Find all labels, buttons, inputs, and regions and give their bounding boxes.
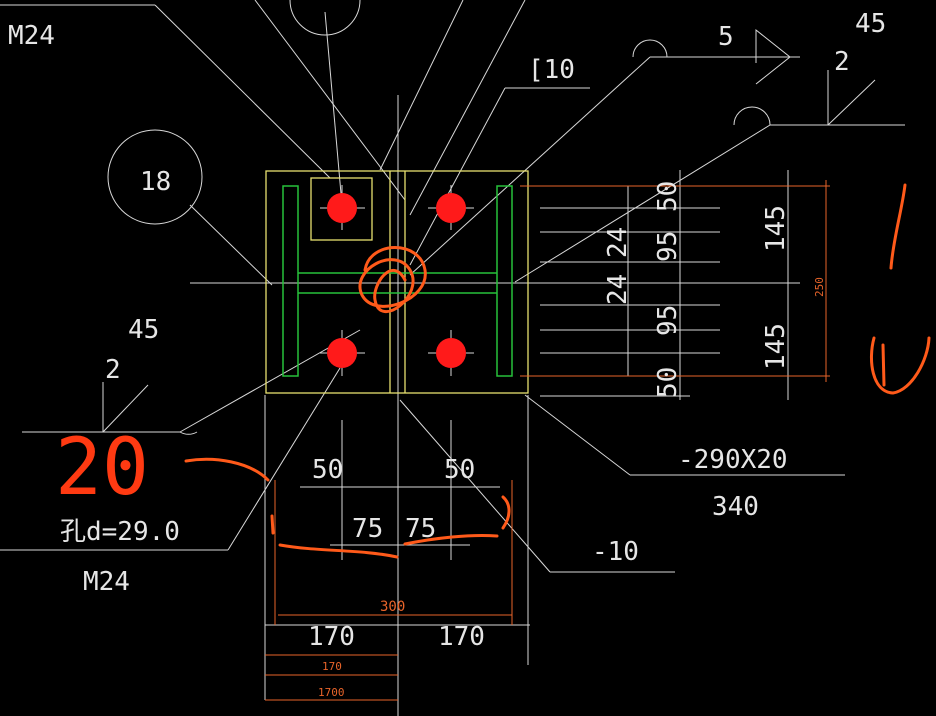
dim-v-95-a: 95: [653, 231, 683, 262]
bolt: [320, 185, 365, 230]
right-dimensions: [520, 170, 830, 400]
dim-v-145-bottom: 145: [761, 323, 791, 370]
weld-left-45: 45: [128, 315, 159, 345]
leader-lines: [0, 0, 905, 573]
dim-v-24-b: 24: [603, 274, 633, 305]
dim-75-left: 75: [352, 514, 383, 544]
dim-v-50-bottom: 50: [653, 367, 683, 398]
handwritten-marks: [184, 183, 931, 559]
dim-170-left: 170: [308, 622, 355, 652]
plate-length-label: 340: [712, 492, 759, 522]
weld-left-2: 2: [105, 355, 121, 385]
dim-170-small: 170: [322, 660, 342, 673]
centerlines: [190, 95, 540, 716]
dim-v-95-b: 95: [653, 305, 683, 336]
bolt: [320, 330, 365, 376]
plate-spec-label: -290X20: [678, 445, 788, 475]
dim-v-24-a: 24: [603, 227, 633, 258]
weld-size-label: 5: [718, 22, 734, 52]
bolt-label-bottom: M24: [83, 567, 130, 597]
weld-top-2: 2: [834, 47, 850, 77]
detail-number: 18: [140, 167, 171, 197]
dim-170-right: 170: [438, 622, 485, 652]
dim-1700: 1700: [318, 686, 345, 699]
bottom-dimension-text: 50 50 75 75 300 170 170 170 1700: [308, 455, 485, 699]
channel-label: [10: [528, 55, 575, 85]
bolt: [428, 330, 474, 376]
bolt-label-top: M24: [8, 21, 55, 51]
dim-v-50-top: 50: [653, 181, 683, 212]
hole-diameter-label: 孔d=29.0: [60, 517, 180, 547]
dim-300: 300: [380, 599, 405, 615]
h-section: [282, 185, 513, 377]
anchor-bolts: [320, 185, 474, 376]
dim-v-145-top: 145: [761, 205, 791, 252]
dim-v-250: 250: [813, 277, 826, 297]
weld-top-45: 45: [855, 9, 886, 39]
text-labels: M24 [10 5 2 45 2 45 18 -290X20 340 -10 孔…: [8, 9, 886, 597]
base-plate: [265, 170, 529, 394]
right-dimension-text: 50 24 95 24 95 50 145 145 250: [603, 181, 826, 398]
weld-symbols: [102, 0, 876, 435]
dim-50-left: 50: [312, 455, 343, 485]
bolt: [428, 185, 474, 230]
dim-50-right: 50: [444, 455, 475, 485]
handwritten-note: 20: [55, 423, 149, 513]
stiffener-label: -10: [592, 537, 639, 567]
dim-75-right: 75: [405, 514, 436, 544]
